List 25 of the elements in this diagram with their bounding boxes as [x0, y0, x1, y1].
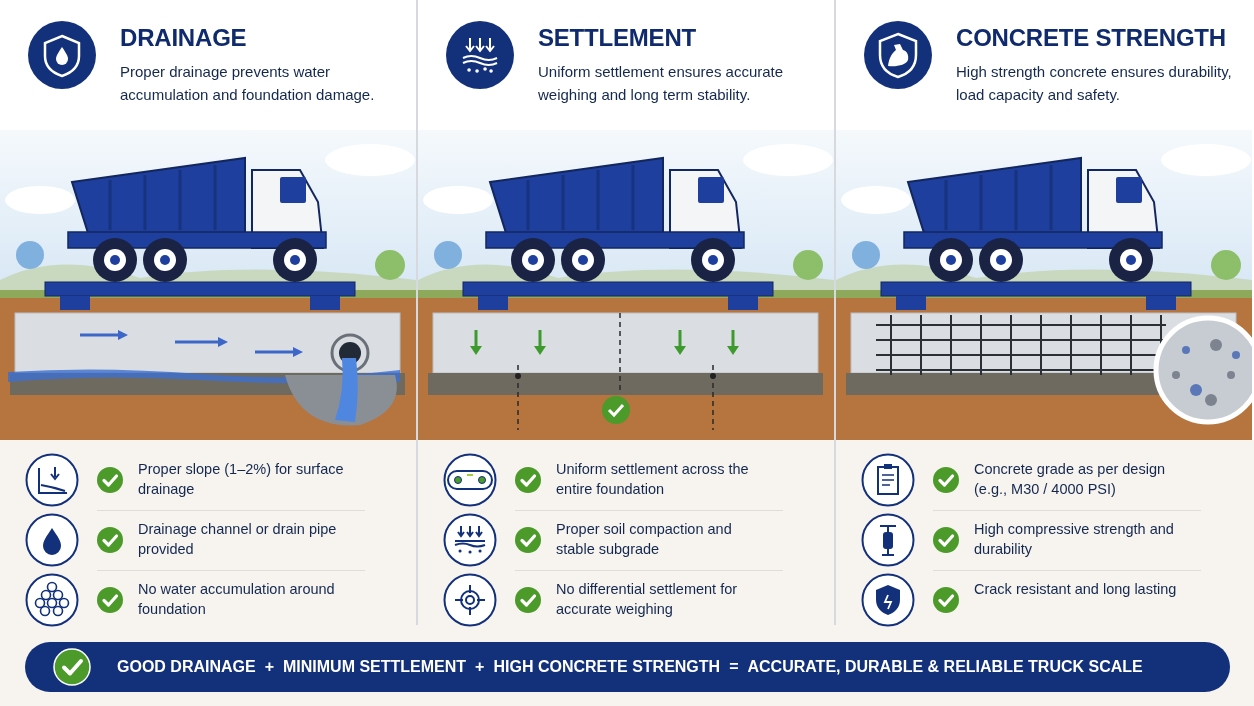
checklist-text: Uniform settlement across the entire foundation — [556, 460, 750, 499]
checklist-text: No differential settlement for accurate weighing — [556, 580, 739, 619]
checklist-text: Proper slope (1–2%) for surface drainage — [138, 460, 345, 499]
summary-term: MINIMUM SETTLEMENT — [283, 658, 467, 676]
operator-sign: + — [475, 658, 485, 676]
panel-description: Uniform settlement ensures accurate weighing and long term stability. — [538, 62, 785, 105]
checklist-text: Crack resistant and long lasting — [974, 580, 1178, 599]
panel — [0, 0, 418, 440]
summary-term: HIGH CONCRETE STRENGTH — [493, 658, 721, 676]
operator-sign: + — [264, 658, 274, 676]
summary-term: ACCURATE, DURABLE & RELIABLE TRUCK SCALE — [747, 658, 1143, 676]
panel-heading: SETTLEMENT — [538, 24, 696, 52]
checklist-text: High compressive strength and durability — [974, 520, 1175, 559]
checklist-text: No water accumulation around foundation — [138, 580, 336, 619]
summary-banner — [25, 642, 1230, 692]
operator-sign: = — [729, 658, 739, 676]
panel-description: Proper drainage prevents water accumulation and foundation damage. — [120, 62, 376, 105]
checklist-text: Drainage channel or drain pipe provided — [138, 520, 338, 559]
panel-description: High strength concrete ensures durability, load capacity and safety. — [956, 62, 1233, 105]
panel — [418, 0, 836, 440]
checklist-text: Concrete grade as per design (e.g., M30 / 4000 PSI) — [974, 460, 1167, 499]
panel-heading: CONCRETE STRENGTH — [956, 24, 1226, 52]
summary-term: GOOD DRAINAGE — [117, 658, 256, 676]
panel-heading: DRAINAGE — [120, 24, 247, 52]
checklist-text: Proper soil compaction and stable subgrade — [556, 520, 733, 559]
